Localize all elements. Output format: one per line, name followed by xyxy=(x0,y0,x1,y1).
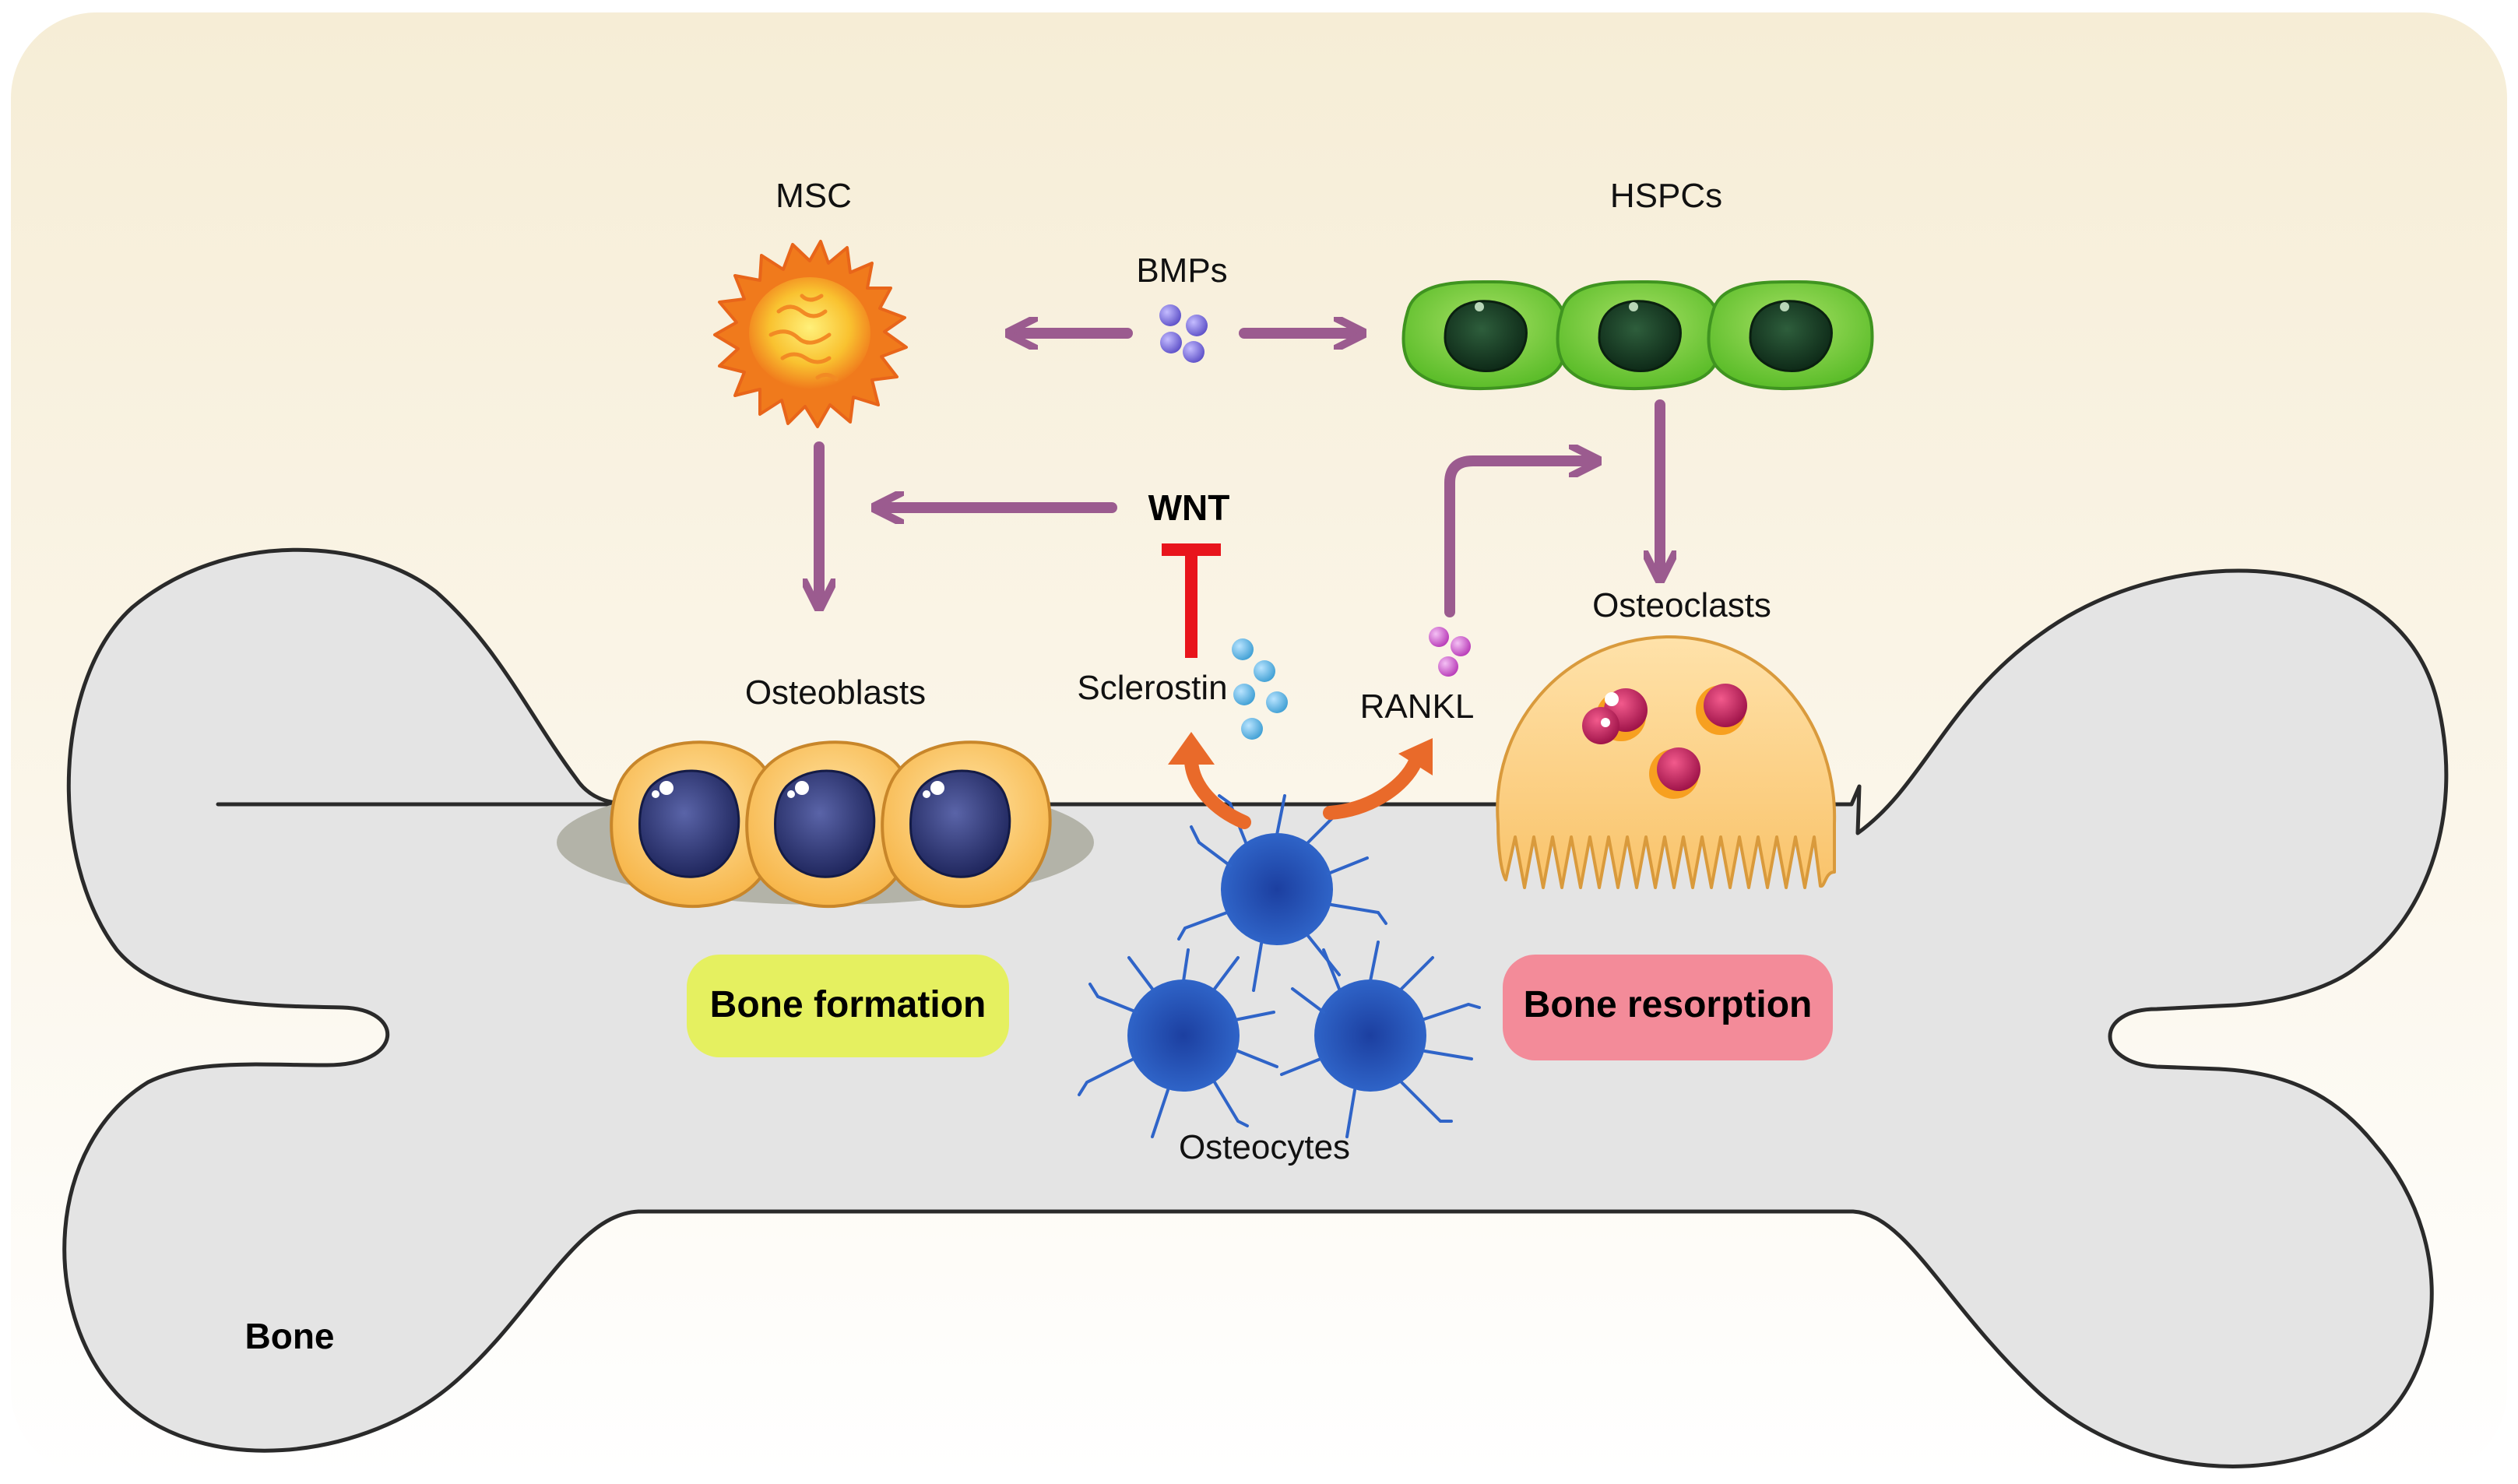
bmp-particles xyxy=(1159,304,1208,363)
wnt-label: WNT xyxy=(1148,487,1230,528)
bone-resorption-badge: Bone resorption xyxy=(1503,955,1833,1060)
bmps-label: BMPs xyxy=(1136,251,1227,290)
hspc-cell-icon xyxy=(1401,280,1874,391)
rankl-to-hspcs-arrow xyxy=(1444,461,1588,617)
bone-shape xyxy=(62,547,2449,1468)
osteocyte-to-rankl-arrow xyxy=(1323,754,1423,820)
bone-label: Bone xyxy=(245,1316,335,1356)
bone-formation-text: Bone formation xyxy=(710,984,986,1025)
osteoblast-cell-icon xyxy=(610,740,1052,909)
bone-formation-badge: Bone formation xyxy=(687,955,1009,1057)
osteocyte-to-sclerostin-arrowhead xyxy=(1168,732,1215,765)
bone-resorption-text: Bone resorption xyxy=(1524,984,1813,1025)
msc-label: MSC xyxy=(775,177,852,215)
hspcs-label: HSPCs xyxy=(1610,177,1722,215)
sclerostin-inhibitor-bar xyxy=(1162,543,1221,658)
osteoclasts-label: Osteoclasts xyxy=(1592,586,1771,624)
osteoclast-cell-icon xyxy=(1496,635,1837,889)
osteocyte-to-rankl-arrowhead xyxy=(1398,738,1433,775)
rankl-particles xyxy=(1429,627,1471,677)
osteocyte-to-sclerostin-arrow xyxy=(1184,754,1251,829)
osteocytes-label: Osteocytes xyxy=(1179,1128,1350,1166)
msc-cell-icon xyxy=(713,240,908,428)
osteocyte-cell-icon xyxy=(1078,794,1481,1138)
sclerostin-particles xyxy=(1232,638,1288,740)
osteoblasts-label: Osteoblasts xyxy=(745,673,926,712)
rankl-label: RANKL xyxy=(1360,687,1475,726)
sclerostin-label: Sclerostin xyxy=(1077,669,1227,707)
